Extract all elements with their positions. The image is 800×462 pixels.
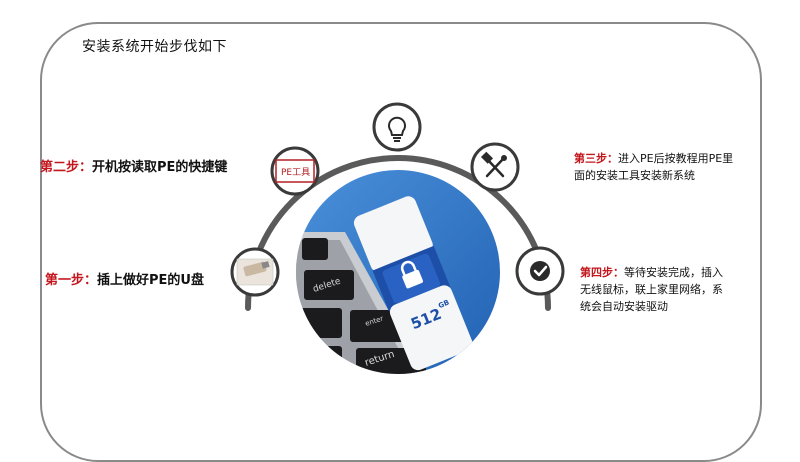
page-title: 安装系统开始步伐如下 — [82, 39, 227, 55]
step-1-text: 插上做好PE的U盘 — [97, 273, 204, 288]
tools-node — [470, 142, 520, 192]
step-3-text: 进入PE后按教程用PE里面的安装工具安装新系统 — [574, 152, 734, 182]
lightbulb-node — [372, 102, 422, 152]
step-2-text: 开机按读取PE的快捷键 — [92, 160, 228, 175]
step-3: 第三步：进入PE后按教程用PE里面的安装工具安装新系统 — [574, 150, 734, 184]
step1-node — [230, 247, 280, 297]
tools-icon — [480, 151, 507, 178]
usb-unit: GB — [437, 298, 450, 310]
usb-laptop-photo: delete enter return 512 GB — [296, 170, 500, 374]
diagram: delete enter return 512 GB PE工具 — [230, 102, 565, 374]
step-4: 第四步：等待安装完成，插入无线鼠标，联上家里网络，系统会自动安装驱动 — [580, 264, 730, 315]
step-2-label: 第二步： — [40, 160, 93, 175]
usb-thumbnail-icon — [236, 258, 274, 286]
step2-node: PE工具 — [270, 146, 320, 196]
pe-tool-thumbnail-icon: PE工具 — [275, 159, 315, 183]
step-3-label: 第三步： — [574, 152, 618, 165]
check-icon — [530, 261, 550, 281]
lightbulb-icon — [388, 116, 406, 142]
pe-tool-thumbnail-text: PE工具 — [281, 167, 310, 178]
step-4-label: 第四步： — [580, 266, 624, 279]
step-2: 第二步：开机按读取PE的快捷键 — [40, 156, 227, 175]
step-1: 第一步：插上做好PE的U盘 — [45, 269, 204, 288]
step-4-text: 等待安装完成，插入无线鼠标，联上家里网络，系统会自动安装驱动 — [580, 266, 723, 313]
process-arc — [245, 155, 551, 311]
step-1-label: 第一步： — [45, 273, 98, 288]
check-node — [515, 246, 565, 296]
